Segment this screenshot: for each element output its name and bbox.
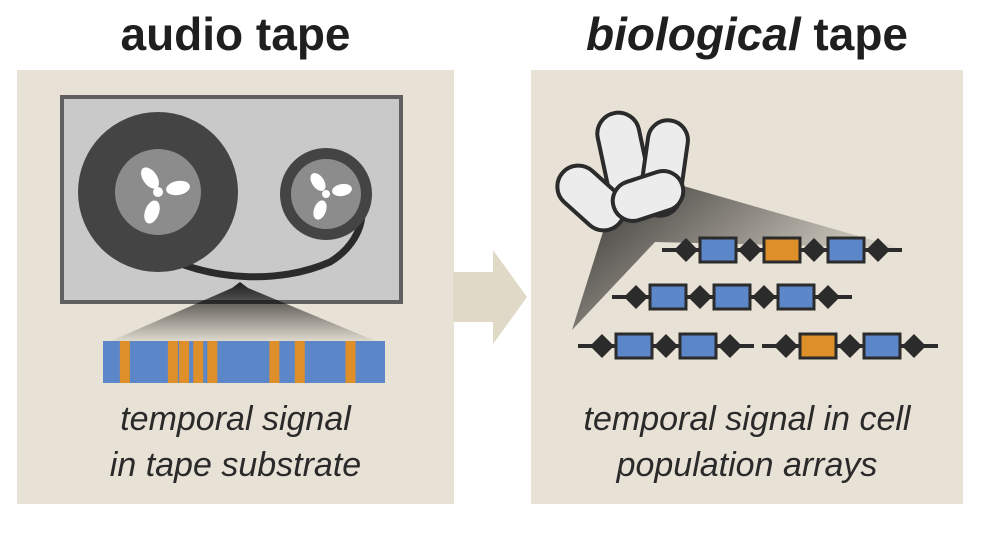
right-title-italic: biological xyxy=(585,8,801,60)
bacteria-cells-icon xyxy=(555,110,690,233)
spacer-blue xyxy=(648,283,688,311)
tape-signal-band xyxy=(269,341,280,383)
spacer-blue xyxy=(776,283,816,311)
repeat-diamond xyxy=(838,334,862,358)
tape-signal-band xyxy=(119,341,130,383)
spacer-blue xyxy=(614,332,654,360)
crispr-array xyxy=(662,236,902,264)
tape-signal-band xyxy=(207,341,218,383)
crispr-array xyxy=(612,283,852,311)
left-caption-line1: temporal signal xyxy=(120,400,351,438)
crispr-array xyxy=(578,332,754,360)
right-arrow-icon xyxy=(453,250,527,344)
spacer-blue xyxy=(826,236,866,264)
spacer-blue xyxy=(678,332,718,360)
repeat-diamond xyxy=(738,238,762,262)
spacer-orange xyxy=(798,332,838,360)
tape-strip xyxy=(103,341,385,383)
tape-signal-band xyxy=(193,341,204,383)
repeat-diamond xyxy=(718,334,742,358)
repeat-diamond xyxy=(866,238,890,262)
spacer-orange xyxy=(762,236,802,264)
tape-deck xyxy=(60,95,403,304)
tape-signal-band xyxy=(294,341,305,383)
right-caption: temporal signal in cell population array… xyxy=(531,396,963,488)
right-caption-line1: temporal signal in cell xyxy=(583,400,911,438)
tape-signal-band xyxy=(345,341,356,383)
tape-signal-band xyxy=(179,341,190,383)
repeat-diamond xyxy=(688,285,712,309)
crispr-array xyxy=(762,332,938,360)
repeat-diamond xyxy=(802,238,826,262)
zoom-beam-left xyxy=(104,282,383,344)
spacer-blue xyxy=(712,283,752,311)
spacer-blue xyxy=(698,236,738,264)
repeat-diamond xyxy=(674,238,698,262)
left-caption-line2: in tape substrate xyxy=(109,446,362,484)
repeat-diamond xyxy=(590,334,614,358)
right-caption-line2: population arrays xyxy=(616,446,878,484)
small-reel-icon xyxy=(280,148,372,240)
repeat-diamond xyxy=(816,285,840,309)
left-title-text: audio tape xyxy=(120,8,351,60)
tape-path-icon xyxy=(153,209,366,281)
cell-arrays xyxy=(578,236,938,360)
left-title: audio tape xyxy=(17,4,454,64)
tape-signal-band xyxy=(167,341,178,383)
repeat-diamond xyxy=(752,285,776,309)
spacer-blue xyxy=(862,332,902,360)
repeat-diamond xyxy=(774,334,798,358)
right-title: biological tape xyxy=(531,4,963,64)
large-reel-icon xyxy=(78,112,238,272)
repeat-diamond xyxy=(624,285,648,309)
repeat-diamond xyxy=(902,334,926,358)
right-title-rest: tape xyxy=(800,8,909,60)
repeat-diamond xyxy=(654,334,678,358)
left-caption: temporal signal in tape substrate xyxy=(17,396,454,488)
